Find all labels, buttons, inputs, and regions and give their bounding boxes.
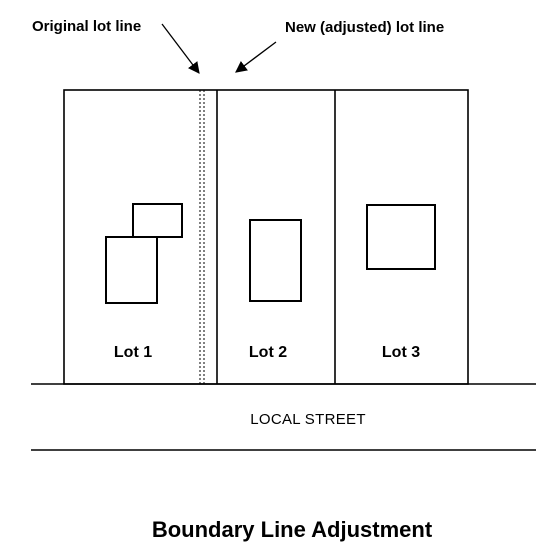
original-lot-line-arrow <box>161 23 200 74</box>
lot-2-building <box>249 219 302 302</box>
lot-1-building-large <box>105 236 158 304</box>
lot-1-building-small <box>132 203 183 238</box>
new-lot-line-label: New (adjusted) lot line <box>285 19 444 36</box>
lot-3-label: Lot 3 <box>382 344 420 361</box>
local-street-label: LOCAL STREET <box>250 411 366 428</box>
lot-2-label: Lot 2 <box>249 344 287 361</box>
lot-1-label: Lot 1 <box>114 344 152 361</box>
original-lot-line <box>199 90 205 384</box>
original-lot-line-label: Original lot line <box>32 18 141 35</box>
new-lot-line-arrow <box>235 41 277 73</box>
lot-3-building <box>366 204 436 270</box>
diagram-title: Boundary Line Adjustment <box>152 517 433 542</box>
